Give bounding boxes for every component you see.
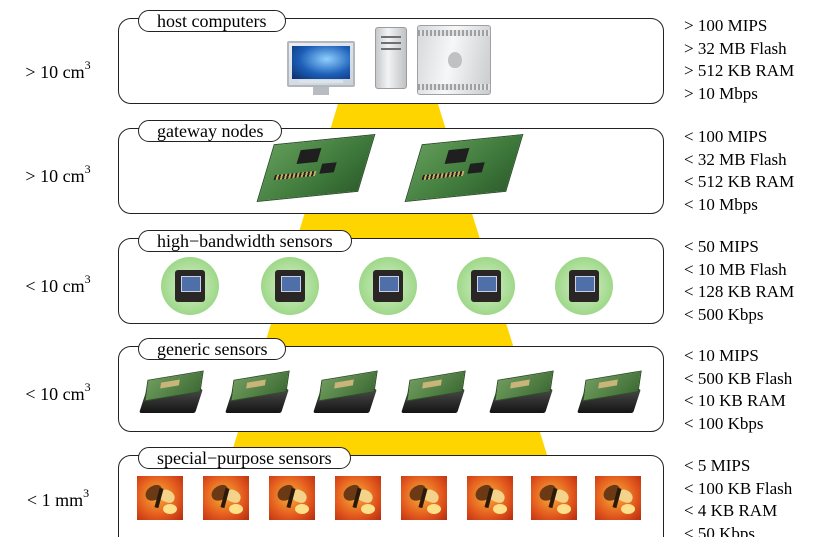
butterfly-photo-icon: [595, 476, 641, 520]
mote-icon: [225, 370, 290, 417]
gateway-board-icon: [404, 133, 524, 205]
mote-icon: [313, 370, 378, 417]
tier-box-host-computers: [118, 18, 664, 104]
sensor-module-icon: [261, 257, 319, 315]
spec-line: < 512 KB RAM: [684, 172, 795, 191]
size-label-gateway: > 10 cm3: [25, 162, 91, 186]
tower-computer-icon: [417, 25, 491, 95]
sensor-module-icon: [555, 257, 613, 315]
spec-line: < 32 MB Flash: [684, 149, 787, 169]
butterfly-photo-icon: [335, 476, 381, 520]
sensor-module-icon: [161, 257, 219, 315]
mote-icon: [139, 370, 204, 417]
size-label-special-purpose: < 1 mm3: [26, 486, 90, 510]
spec-line: < 50 MIPS: [684, 237, 759, 256]
size-label-host: > 10 cm3: [25, 58, 91, 82]
size-label-generic: < 10 cm3: [25, 380, 91, 404]
spec-line: < 500 Kbps: [684, 304, 764, 324]
desktop-monitor-icon: [283, 41, 359, 95]
spec-line: > 10 Mbps: [684, 83, 758, 103]
tier-label-high-bandwidth-sensors: high−bandwidth sensors: [138, 230, 352, 252]
spec-line: < 10 Mbps: [684, 194, 758, 214]
spec-line: < 100 KB Flash: [684, 478, 793, 498]
size-label-high-bandwidth: < 10 cm3: [25, 272, 91, 296]
mote-icon: [577, 370, 642, 417]
sensor-module-icon: [359, 257, 417, 315]
spec-line: < 10 MB Flash: [684, 259, 787, 279]
spec-line: < 100 MIPS: [684, 127, 768, 146]
tier-label-special-purpose-sensors: special−purpose sensors: [138, 447, 351, 469]
specs-host-computers: > 100 MIPS > 32 MB Flash > 512 KB RAM > …: [684, 15, 794, 105]
mote-icon: [401, 370, 466, 417]
spec-line: < 128 KB RAM: [684, 282, 795, 301]
spec-line: < 5 MIPS: [684, 456, 751, 475]
spec-line: > 32 MB Flash: [684, 38, 787, 58]
tier-box-gateway-nodes: [118, 128, 664, 214]
specs-generic-sensors: < 10 MIPS < 500 KB Flash < 10 KB RAM < 1…: [684, 345, 792, 435]
spec-line: > 512 KB RAM: [684, 61, 795, 80]
sensor-module-icon: [457, 257, 515, 315]
specs-high-bandwidth-sensors: < 50 MIPS < 10 MB Flash < 128 KB RAM < 5…: [684, 236, 794, 326]
butterfly-photo-icon: [203, 476, 249, 520]
spec-line: > 100 MIPS: [684, 16, 768, 35]
gateway-board-icon: [256, 133, 376, 205]
tier-label-gateway-nodes: gateway nodes: [138, 120, 283, 142]
mote-icon: [489, 370, 554, 417]
butterfly-photo-icon: [531, 476, 577, 520]
spec-line: < 4 KB RAM: [684, 501, 778, 520]
tier-box-generic-sensors: [118, 346, 664, 432]
butterfly-photo-icon: [401, 476, 447, 520]
spec-line: < 100 Kbps: [684, 413, 764, 433]
tower-computer-icon: [375, 27, 407, 89]
tier-label-generic-sensors: generic sensors: [138, 338, 287, 360]
specs-gateway-nodes: < 100 MIPS < 32 MB Flash < 512 KB RAM < …: [684, 126, 794, 216]
tier-label-host-computers: host computers: [138, 10, 286, 32]
butterfly-photo-icon: [137, 476, 183, 520]
butterfly-photo-icon: [467, 476, 513, 520]
specs-special-purpose-sensors: < 5 MIPS < 100 KB Flash < 4 KB RAM < 50 …: [684, 455, 792, 537]
spec-line: < 50 Kbps: [684, 523, 755, 537]
spec-line: < 500 KB Flash: [684, 368, 793, 388]
butterfly-photo-icon: [269, 476, 315, 520]
spec-line: < 10 MIPS: [684, 346, 759, 365]
tier-box-high-bandwidth-sensors: [118, 238, 664, 324]
spec-line: < 10 KB RAM: [684, 391, 786, 410]
